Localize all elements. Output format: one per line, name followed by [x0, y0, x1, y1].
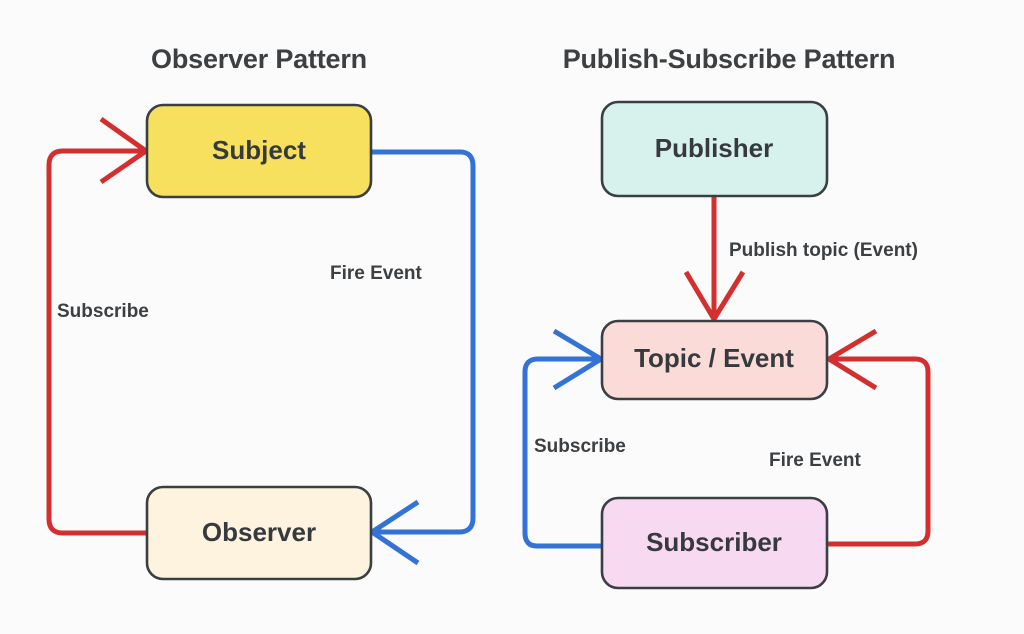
node-observer-box[interactable]: [145, 485, 373, 581]
panel-publish-subscribe-pattern: Publish-Subscribe Pattern Publish topic …: [522, 44, 931, 590]
edge-subject-to-observer-line: [371, 149, 476, 535]
node-publisher-box[interactable]: [600, 100, 829, 198]
edge-label-fire-event-left: Fire Event: [330, 263, 423, 284]
edge-label-subscribe-right: Subscribe: [534, 436, 626, 457]
node-topic-event-label: Topic / Event: [634, 343, 794, 373]
node-topic-event-box[interactable]: [600, 319, 829, 401]
edge-topic-to-subscriber-line: [827, 356, 931, 547]
node-observer[interactable]: Observer: [145, 485, 373, 581]
edge-label-subscribe-left: Subscribe: [57, 301, 149, 322]
edge-topic-to-subscriber: Fire Event: [769, 328, 931, 547]
node-observer-label: Observer: [202, 517, 316, 547]
publish-subscribe-pattern-title: Publish-Subscribe Pattern: [563, 44, 896, 74]
edge-subscriber-to-topic-line: [522, 356, 602, 549]
node-subject-label: Subject: [212, 135, 306, 165]
node-subject-box[interactable]: [145, 103, 373, 199]
edge-label-publish-topic: Publish topic (Event): [729, 240, 918, 261]
panel-observer-pattern: Observer Pattern Subscribe Fire Event Su…: [46, 44, 476, 581]
node-subject[interactable]: Subject: [145, 103, 373, 199]
edge-observer-to-subject: Subscribe: [46, 116, 151, 536]
edge-label-fire-event-right: Fire Event: [769, 450, 862, 471]
observer-pattern-title: Observer Pattern: [151, 44, 367, 74]
edge-publisher-to-topic: Publish topic (Event): [683, 196, 918, 324]
node-subscriber-label: Subscriber: [646, 527, 782, 557]
arrow-head-into-topic-top: [683, 270, 746, 324]
arrow-head-into-topic-right: [824, 328, 878, 391]
node-subscriber-box[interactable]: [600, 496, 829, 590]
node-topic-event[interactable]: Topic / Event: [600, 319, 829, 401]
node-publisher-label: Publisher: [655, 133, 773, 163]
node-subscriber[interactable]: Subscriber: [600, 496, 829, 590]
edge-subscriber-to-topic: Subscribe: [522, 328, 626, 549]
edge-observer-to-subject-line: [46, 148, 147, 536]
node-publisher[interactable]: Publisher: [600, 100, 829, 198]
